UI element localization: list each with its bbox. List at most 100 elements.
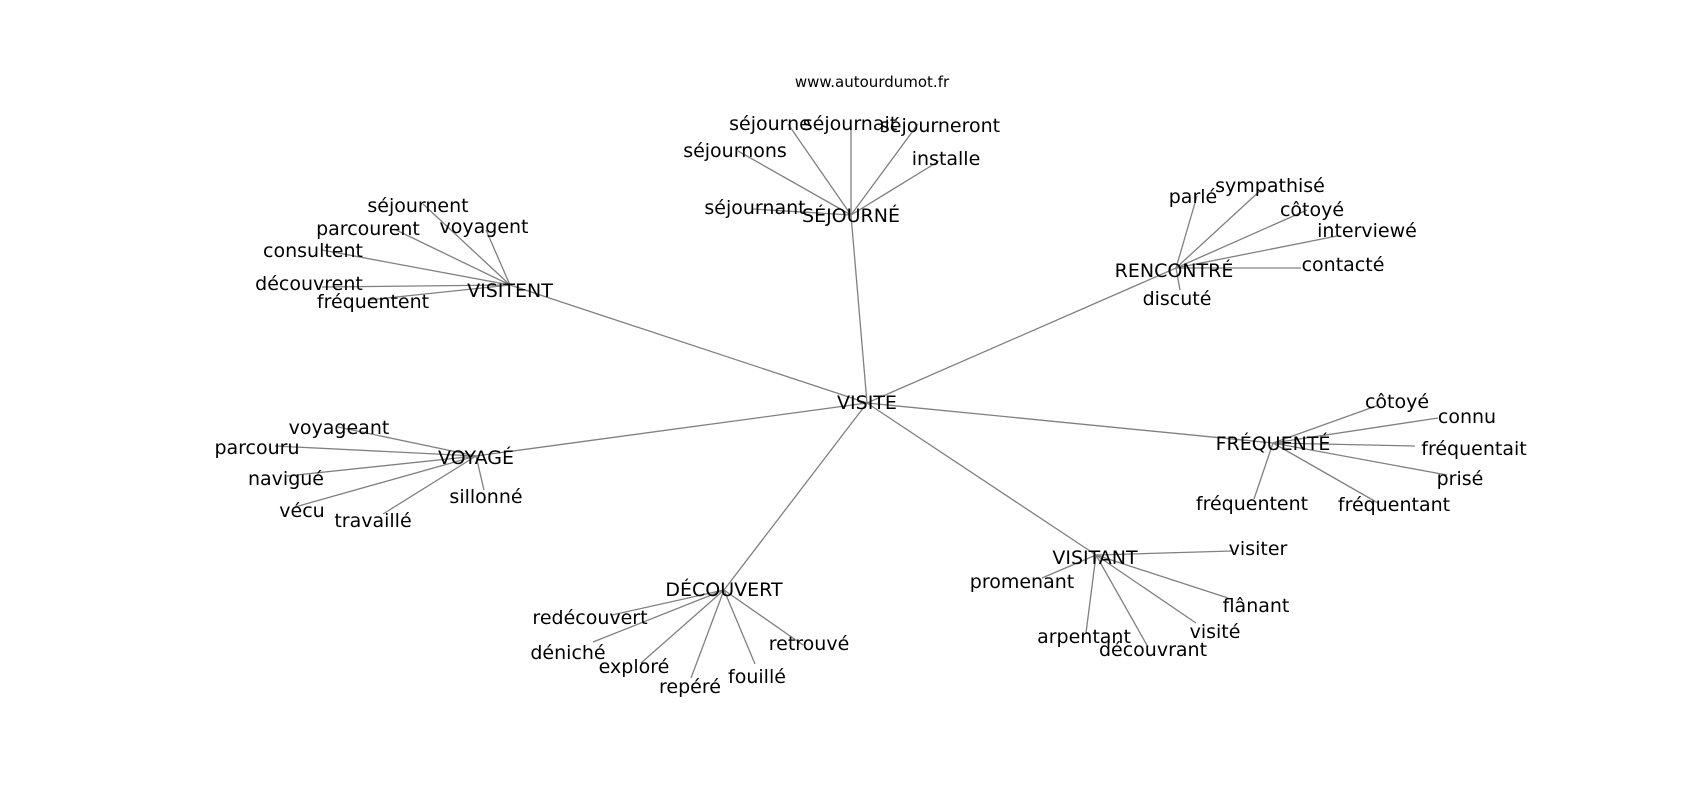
graph-edge [1175, 209, 1308, 269]
leaf-word-node: flânant [1223, 595, 1290, 617]
graph-edge [509, 284, 868, 404]
graph-edge [723, 402, 868, 591]
graph-edge [1041, 554, 1097, 579]
graph-edge [866, 402, 1274, 444]
graph-edge [1272, 417, 1439, 444]
graph-edge [787, 123, 852, 216]
leaf-word-node: parcouru [214, 437, 299, 459]
graph-edge [723, 589, 756, 665]
leaf-word-node: redécouvert [532, 607, 647, 629]
graph-edge [1175, 195, 1198, 269]
graph-edge [1175, 188, 1263, 269]
graph-edge [485, 229, 511, 286]
leaf-word-node: visité [1190, 621, 1241, 643]
leaf-word-node: côtoyé [1280, 199, 1344, 221]
group-word-node: VISITANT [1052, 547, 1138, 569]
graph-edge [1095, 554, 1197, 624]
source-watermark: www.autourdumot.fr [795, 73, 950, 91]
leaf-word-node: repéré [659, 676, 721, 698]
graph-edge [850, 214, 868, 404]
graph-edge [1253, 442, 1274, 500]
leaf-word-node: sillonné [449, 486, 522, 508]
graph-edge [337, 426, 477, 457]
graph-edge [321, 249, 511, 286]
leaf-word-node: visiter [1229, 538, 1288, 560]
graph-edge [1272, 442, 1416, 447]
leaf-word-node: installe [912, 148, 981, 170]
leaf-word-node: fouillé [728, 666, 786, 688]
graph-edges [274, 122, 1448, 679]
graph-edge [286, 455, 477, 477]
leaf-word-node: contacté [1302, 254, 1385, 276]
leaf-word-node: vécu [279, 500, 324, 522]
graph-labels: www.autourdumot.fr VISITESÉJOURNÉséjourn… [214, 73, 1526, 698]
leaf-word-node: fréquentent [1196, 493, 1308, 515]
leaf-word-node: fréquentent [317, 291, 429, 313]
graph-edge [850, 123, 919, 216]
graph-edge [475, 402, 868, 457]
graph-edge [294, 455, 477, 508]
graph-edge [592, 589, 725, 643]
leaf-word-node: retrouvé [769, 633, 850, 655]
group-word-node: SÉJOURNÉ [802, 204, 900, 227]
leaf-word-node: séjournait [803, 113, 897, 135]
leaf-word-node: fréquentant [1338, 494, 1450, 516]
leaf-word-node: promenant [970, 571, 1074, 593]
leaf-word-node: consultent [263, 240, 363, 262]
leaf-word-node: déniché [530, 642, 605, 664]
group-word-node: DÉCOUVERT [665, 578, 783, 601]
leaf-word-node: séjourneront [880, 115, 1000, 137]
graph-edge [1175, 267, 1181, 291]
leaf-word-node: séjournons [683, 140, 787, 162]
leaf-word-node: voyageant [289, 417, 390, 439]
leaf-word-node: travaillé [334, 510, 411, 532]
graph-edge [1095, 554, 1149, 648]
leaf-word-node: voyagent [440, 216, 529, 238]
leaf-word-node: découvrent [255, 273, 363, 295]
leaf-word-node: séjourne [729, 113, 811, 135]
graph-edge [690, 589, 725, 679]
leaf-word-node: parlé [1169, 186, 1217, 208]
graph-edge [422, 203, 511, 286]
graph-edge [1272, 442, 1379, 504]
graph-edge [752, 208, 852, 216]
leaf-word-node: fréquentait [1421, 438, 1526, 460]
graph-edge [1272, 442, 1448, 476]
leaf-word-node: parcourent [316, 218, 420, 240]
group-word-node: VISITENT [467, 280, 553, 302]
leaf-word-node: discuté [1143, 288, 1212, 310]
group-word-node: FRÉQUENTÉ [1216, 432, 1331, 455]
leaf-word-node: séjournant [704, 197, 805, 219]
graph-edge [382, 455, 477, 515]
graph-edge [475, 455, 485, 491]
leaf-word-node: arpentant [1037, 626, 1131, 648]
graph-edge [1095, 554, 1229, 599]
graph-edge [640, 589, 725, 664]
leaf-word-node: côtoyé [1365, 391, 1429, 413]
graph-edge [393, 228, 511, 286]
leaf-word-node: exploré [599, 656, 670, 678]
graph-edge [866, 402, 1097, 556]
leaf-word-node: interviewé [1317, 220, 1417, 242]
leaf-word-node: découvrant [1099, 639, 1207, 661]
leaf-word-node: connu [1438, 406, 1496, 428]
graph-edge [723, 589, 804, 646]
graph-edge [1175, 235, 1338, 269]
graph-edge [611, 589, 725, 616]
center-word-node: VISITE [837, 392, 897, 414]
leaf-word-node: sympathisé [1215, 175, 1325, 197]
graph-edge [737, 150, 852, 216]
leaf-word-node: prisé [1437, 468, 1484, 490]
graph-edge [1095, 550, 1233, 556]
group-word-node: VOYAGÉ [438, 446, 514, 469]
graph-edge [321, 284, 511, 288]
graph-edge [866, 267, 1177, 404]
graph-edge [1272, 404, 1380, 444]
leaf-word-node: navigué [248, 468, 324, 490]
graph-edge [850, 160, 940, 216]
leaf-word-node: séjournent [367, 195, 468, 217]
graph-edge [1085, 554, 1097, 634]
graph-edge [367, 284, 511, 301]
graph-edge [274, 445, 477, 457]
